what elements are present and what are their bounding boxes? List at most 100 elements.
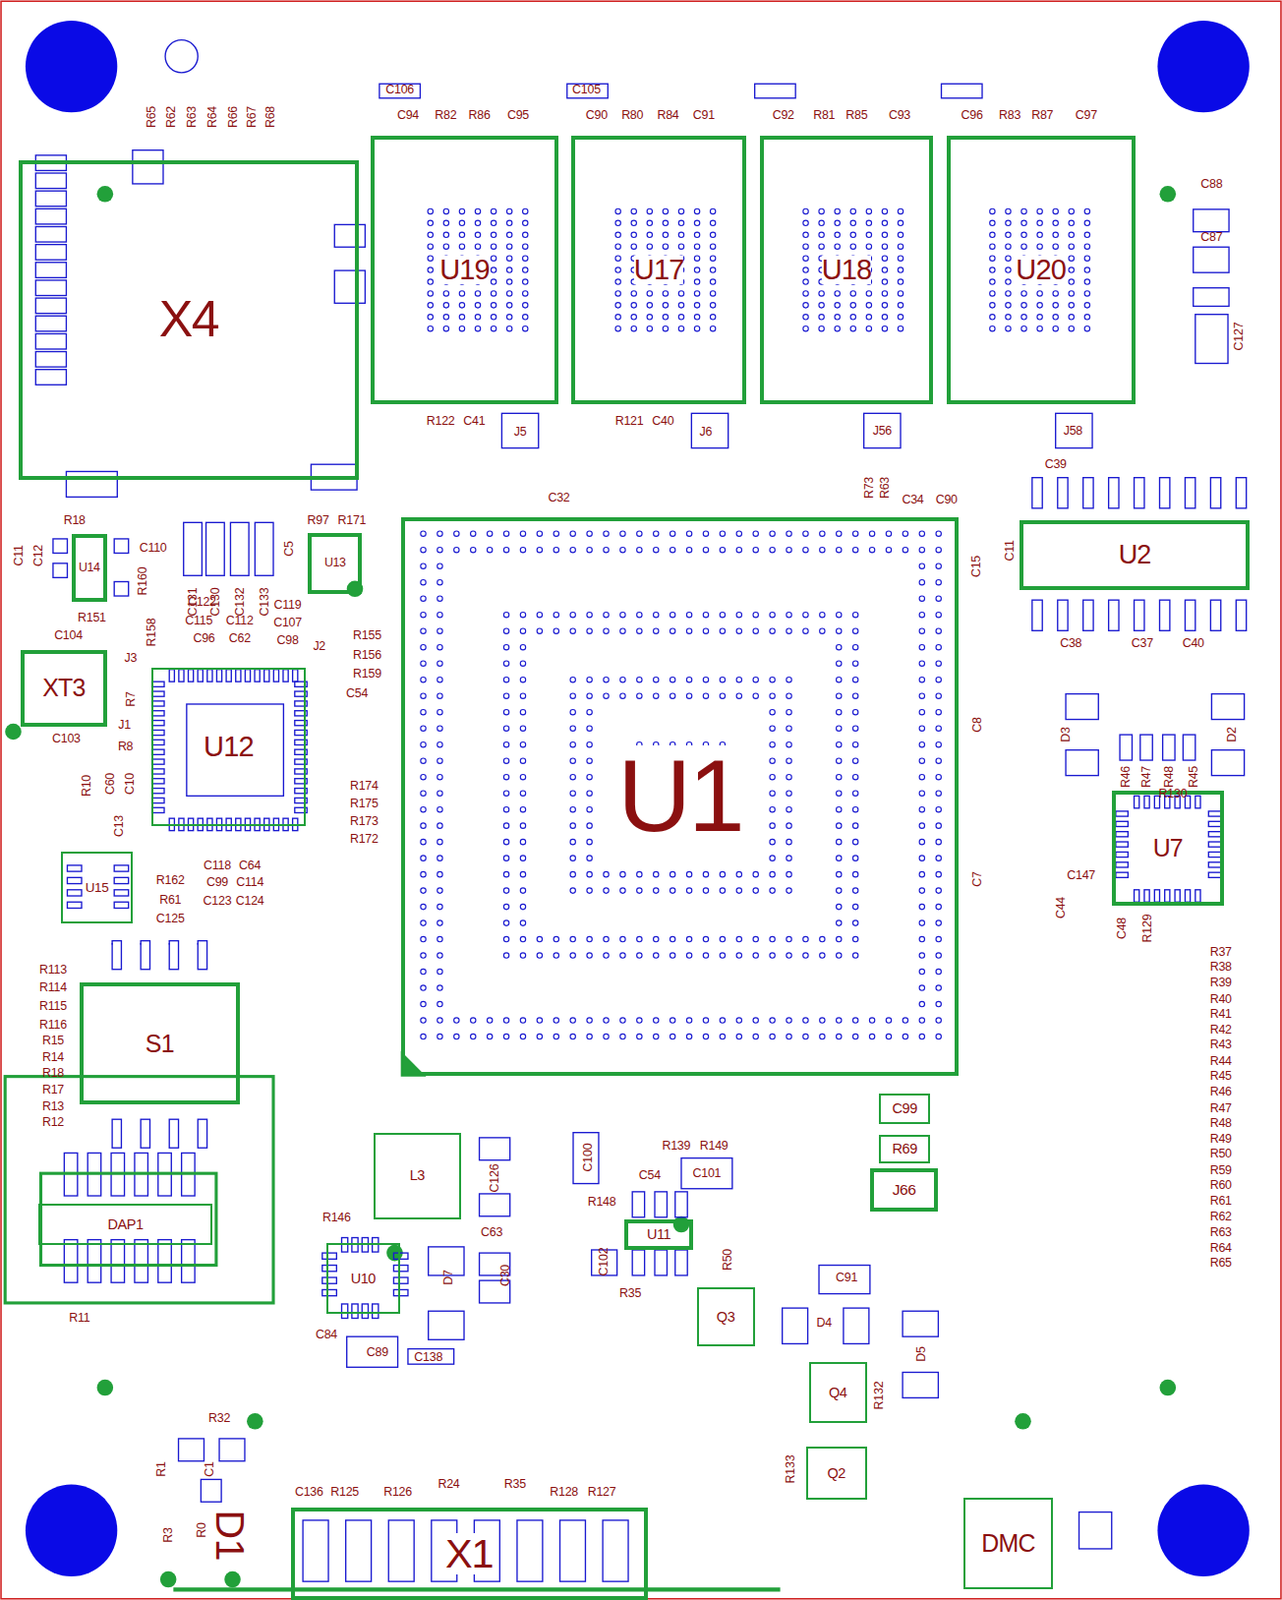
- bga-ball: [437, 935, 443, 941]
- bga-ball: [470, 530, 476, 536]
- bga-ball: [881, 314, 887, 320]
- pad: [112, 1118, 121, 1148]
- bga-ball: [520, 871, 525, 876]
- bga-ball: [702, 612, 708, 618]
- pad: [264, 669, 270, 682]
- reference-designator: R171: [338, 514, 367, 526]
- bga-ball: [420, 595, 426, 601]
- bga-ball: [503, 903, 509, 909]
- pad: [114, 876, 129, 883]
- pad: [379, 83, 420, 99]
- bga-ball: [753, 952, 758, 958]
- bga-ball: [443, 243, 449, 249]
- reference-designator: C110: [139, 541, 168, 554]
- bga-ball: [474, 243, 480, 249]
- bga-ball: [935, 806, 941, 812]
- bga-ball: [850, 243, 856, 249]
- bga-ball: [769, 822, 775, 828]
- bga-ball: [866, 243, 872, 249]
- bga-ball: [818, 243, 824, 249]
- bga-ball: [1052, 302, 1058, 308]
- fiducial: [97, 1379, 115, 1397]
- pad: [1115, 851, 1128, 857]
- bga-ball: [935, 968, 941, 974]
- pad: [941, 83, 983, 99]
- bga-ball: [836, 708, 842, 714]
- reference-designator: C39: [1045, 458, 1067, 470]
- reference-designator: R61: [1210, 1194, 1232, 1207]
- reference-designator: R149: [699, 1139, 729, 1152]
- bga-ball: [420, 935, 426, 941]
- bga-ball: [620, 1017, 626, 1023]
- pads-and-holes: [4, 20, 1250, 1590]
- reference-designator: D7: [442, 1269, 455, 1284]
- reference-designator: J1: [117, 717, 131, 730]
- bga-ball: [852, 855, 858, 861]
- bga-ball: [678, 232, 684, 237]
- bga-ball: [834, 220, 840, 226]
- bga-ball: [570, 530, 576, 536]
- bga-ball: [420, 903, 426, 909]
- pad: [407, 1348, 455, 1365]
- bga-ball: [615, 302, 621, 308]
- bga-ball: [420, 725, 426, 731]
- bga-ball: [803, 628, 809, 634]
- bga-ball: [719, 693, 725, 699]
- reference-designator: R128: [549, 1484, 579, 1497]
- bga-ball: [523, 314, 528, 320]
- pad: [681, 1158, 733, 1189]
- bga-ball: [818, 326, 824, 332]
- pad: [1184, 477, 1195, 509]
- pad: [351, 1303, 358, 1319]
- pad: [864, 412, 901, 448]
- bga-ball: [437, 1017, 443, 1023]
- bga-ball: [437, 547, 443, 553]
- bga-ball: [769, 855, 775, 861]
- reference-designator: D5: [915, 1345, 928, 1361]
- bga-ball: [834, 302, 840, 308]
- bga-ball: [1052, 220, 1058, 226]
- bga-ball: [490, 267, 496, 273]
- pad: [181, 1239, 195, 1283]
- bga-ball: [420, 628, 426, 634]
- pad: [479, 1193, 511, 1217]
- bga-ball: [1052, 291, 1058, 296]
- bga-ball: [852, 693, 858, 699]
- bga-ball: [570, 952, 576, 958]
- reference-designator: R59: [1210, 1164, 1232, 1176]
- bga-ball: [919, 1033, 925, 1039]
- bga-ball: [897, 255, 903, 261]
- component-outline: U10: [326, 1242, 401, 1315]
- component-outline: DAP1: [38, 1203, 212, 1244]
- reference-designator: C54: [346, 687, 368, 700]
- bga-ball: [523, 279, 528, 285]
- reference-designator: C15: [970, 555, 983, 578]
- component-outline: U19: [370, 135, 560, 405]
- reference-designator: R12: [42, 1115, 64, 1128]
- reference-designator: R42: [1210, 1022, 1232, 1035]
- bga-ball: [769, 530, 775, 536]
- bga-ball: [919, 985, 925, 991]
- bga-ball: [620, 547, 626, 553]
- bga-ball: [520, 790, 525, 796]
- bga-ball: [646, 208, 652, 214]
- pad: [219, 1438, 245, 1461]
- bga-ball: [803, 267, 809, 273]
- bga-ball: [570, 1033, 576, 1039]
- bga-ball: [786, 612, 792, 618]
- pad: [178, 1438, 205, 1461]
- bga-ball: [503, 660, 509, 666]
- reference-designator: R122: [426, 414, 456, 427]
- pad: [675, 1249, 688, 1276]
- bga-ball: [1068, 314, 1074, 320]
- bga-ball: [503, 773, 509, 779]
- bga-ball: [520, 1017, 525, 1023]
- pad: [1174, 889, 1180, 902]
- bga-ball: [646, 314, 652, 320]
- pad: [254, 669, 260, 682]
- pad: [1154, 889, 1160, 902]
- reference-designator: C115: [184, 613, 213, 626]
- bga-ball: [637, 530, 642, 536]
- bga-ball: [470, 1033, 476, 1039]
- reference-designator: R63: [185, 106, 198, 128]
